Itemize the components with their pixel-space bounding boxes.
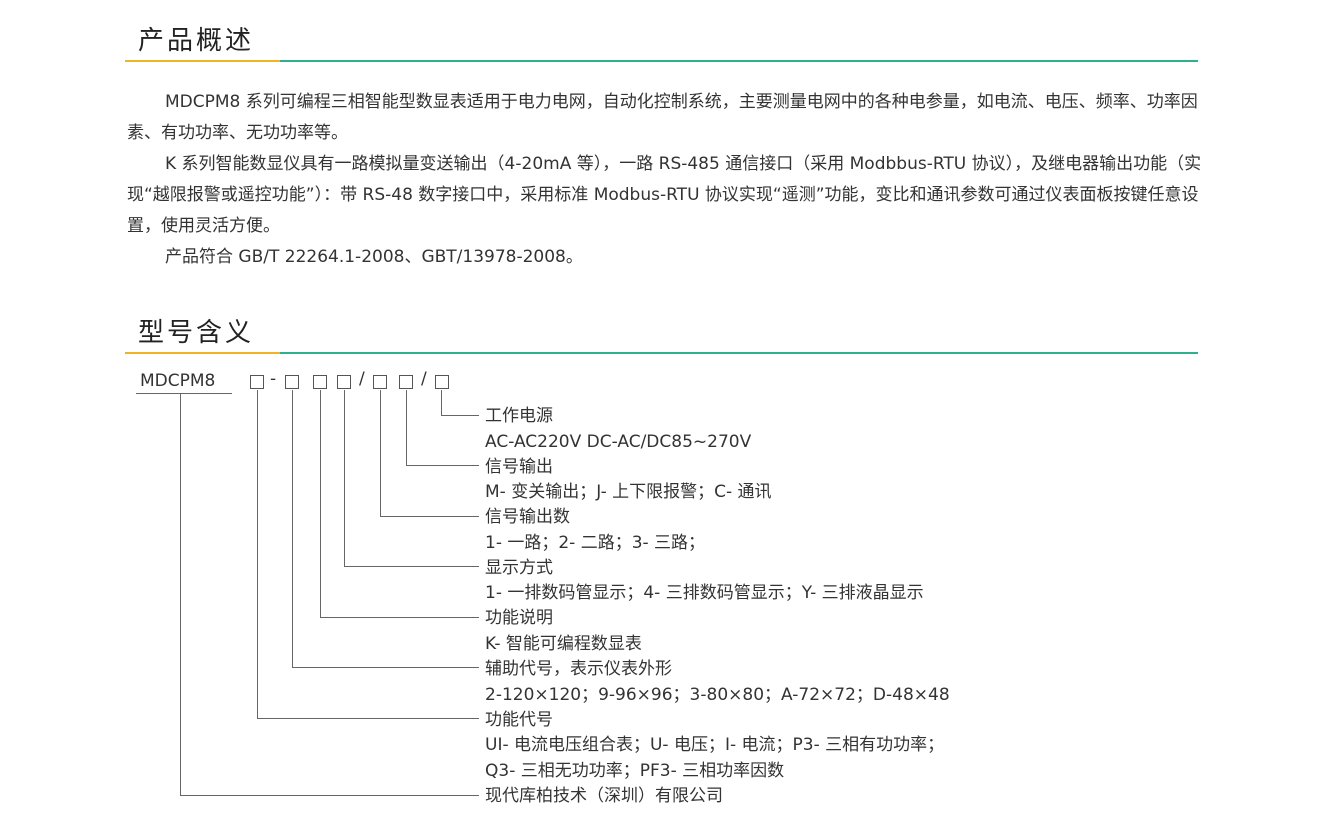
aux-code-desc: 2-120×120；9-96×96；3-80×80；A-72×72；D-48×4…	[485, 685, 950, 705]
function-code-label: 功能代号	[485, 710, 553, 730]
connector-aux-v	[292, 390, 293, 668]
company-name: 现代库柏技术（深圳）有限公司	[485, 786, 723, 806]
output-count-desc: 1- 一路；2- 二路；3- 三路；	[485, 533, 706, 553]
overview-title: 产品概述	[138, 26, 255, 56]
code-box-output-count	[373, 375, 387, 389]
connector-power-v	[441, 390, 442, 415]
signal-output-label: 信号输出	[485, 457, 553, 477]
overview-title-underline-accent	[125, 60, 280, 62]
power-desc: AC-AC220V DC-AC/DC85~270V	[485, 432, 752, 452]
code-box-power	[435, 375, 449, 389]
display-mode-desc: 1- 一排数码管显示；4- 三排数码管显示；Y- 三排液晶显示	[485, 583, 924, 603]
signal-output-desc: M- 变关输出；J- 上下限报警；C- 通讯	[485, 482, 772, 502]
model-title: 型号含义	[138, 318, 255, 348]
display-mode-label: 显示方式	[485, 558, 553, 578]
connector-company-v	[180, 394, 181, 796]
function-desc-label: 功能说明	[485, 608, 553, 628]
connector-power-h	[441, 415, 479, 416]
code-separator-slash-2: /	[421, 369, 427, 389]
overview-paragraph-3: 产品符合 GB/T 22264.1-2008、GBT/13978-2008。	[165, 247, 583, 267]
code-box-func-desc	[313, 375, 327, 389]
connector-company-h	[180, 795, 479, 796]
aux-code-label: 辅助代号，表示仪表外形	[485, 659, 672, 679]
output-count-label: 信号输出数	[485, 507, 570, 527]
model-title-underline	[280, 352, 1198, 354]
model-title-underline-accent	[125, 352, 280, 354]
code-box-signal-output	[399, 375, 413, 389]
connector-display-h	[344, 566, 479, 567]
code-box-display	[337, 375, 351, 389]
overview-paragraph-1: MDCPM8 系列可编程三相智能型数显表适用于电力电网，自动化控制系统，主要测量…	[127, 92, 1198, 143]
function-desc-desc: K- 智能可编程数显表	[485, 634, 642, 654]
connector-display-v	[344, 390, 345, 567]
connector-output-count-v	[380, 390, 381, 516]
function-code-desc: UI- 电流电压组合表；U- 电压；I- 电流；P3- 三相有功功率；	[485, 735, 945, 755]
power-label: 工作电源	[485, 406, 553, 426]
connector-func-desc-v	[320, 390, 321, 618]
code-separator-slash-1: /	[359, 369, 365, 389]
model-code-underline	[136, 393, 232, 394]
connector-aux-h	[292, 667, 479, 668]
model-code: MDCPM8	[140, 371, 216, 391]
connector-function-h	[257, 718, 479, 719]
function-code-desc-continued: Q3- 三相无功功率；PF3- 三相功率因数	[485, 761, 785, 781]
code-separator-dash: -	[270, 369, 277, 389]
overview-paragraph-2: K 系列智能数显仪具有一路模拟量变送输出（4-20mA 等），一路 RS-485…	[127, 154, 1202, 236]
connector-output-count-h	[380, 516, 479, 517]
connector-signal-output-v	[406, 390, 407, 466]
connector-signal-output-h	[406, 465, 479, 466]
code-box-aux	[285, 375, 299, 389]
overview-title-underline	[280, 60, 1198, 62]
connector-func-desc-h	[320, 617, 479, 618]
connector-function-v	[257, 390, 258, 719]
code-box-function	[250, 375, 264, 389]
